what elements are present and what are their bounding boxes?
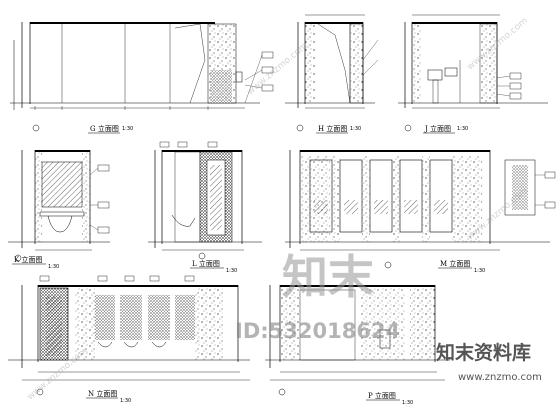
caption-l: L 立面图 bbox=[192, 259, 220, 268]
watermark-brand: 知末资料库 bbox=[436, 341, 531, 364]
caption-p: P 立面图 bbox=[368, 391, 396, 400]
elevation-h: H 立面图 1:30 bbox=[285, 14, 379, 134]
caption-g: G 立面图 bbox=[90, 124, 119, 133]
elevation-l: L 立面图 1:30 bbox=[148, 141, 262, 274]
scale-g: 1:30 bbox=[122, 126, 133, 132]
watermark-diagonal: www.znzmo.com bbox=[246, 41, 310, 97]
elevation-g: G 立面图 1:30 bbox=[10, 22, 274, 134]
stall-doors bbox=[309, 155, 482, 242]
scale-k: 1:30 bbox=[48, 264, 59, 270]
elevation-k: K 立面图 1:30 bbox=[8, 150, 110, 270]
scale-m: 1:30 bbox=[474, 268, 485, 274]
caption-m: M 立面图 bbox=[440, 259, 470, 268]
elevation-n: N 立面图 1:30 bbox=[8, 275, 250, 404]
caption-h: H 立面图 bbox=[318, 124, 347, 133]
caption-n: N 立面图 bbox=[88, 389, 117, 398]
scale-n: 1:30 bbox=[120, 398, 131, 404]
watermark-diagonal-2: www.znzmo.com bbox=[466, 16, 530, 72]
scale-h: 1:30 bbox=[350, 126, 361, 132]
caption-j: J 立面图 bbox=[424, 124, 451, 133]
elevation-p: P 立面图 1:30 bbox=[265, 285, 450, 406]
watermark-logo: 知末 bbox=[282, 250, 374, 304]
scale-j: 1:30 bbox=[457, 126, 468, 132]
scale-l: 1:30 bbox=[226, 268, 237, 274]
watermark-url: www.znzmo.com bbox=[458, 372, 542, 383]
elevation-m: M 立面图 1:30 bbox=[285, 150, 556, 274]
caption-k: K 立面图 bbox=[14, 255, 42, 264]
elevation-j: J 立面图 1:30 bbox=[398, 14, 548, 134]
watermark-id: ID:532018624 bbox=[235, 319, 400, 343]
scale-p: 1:30 bbox=[402, 400, 413, 406]
